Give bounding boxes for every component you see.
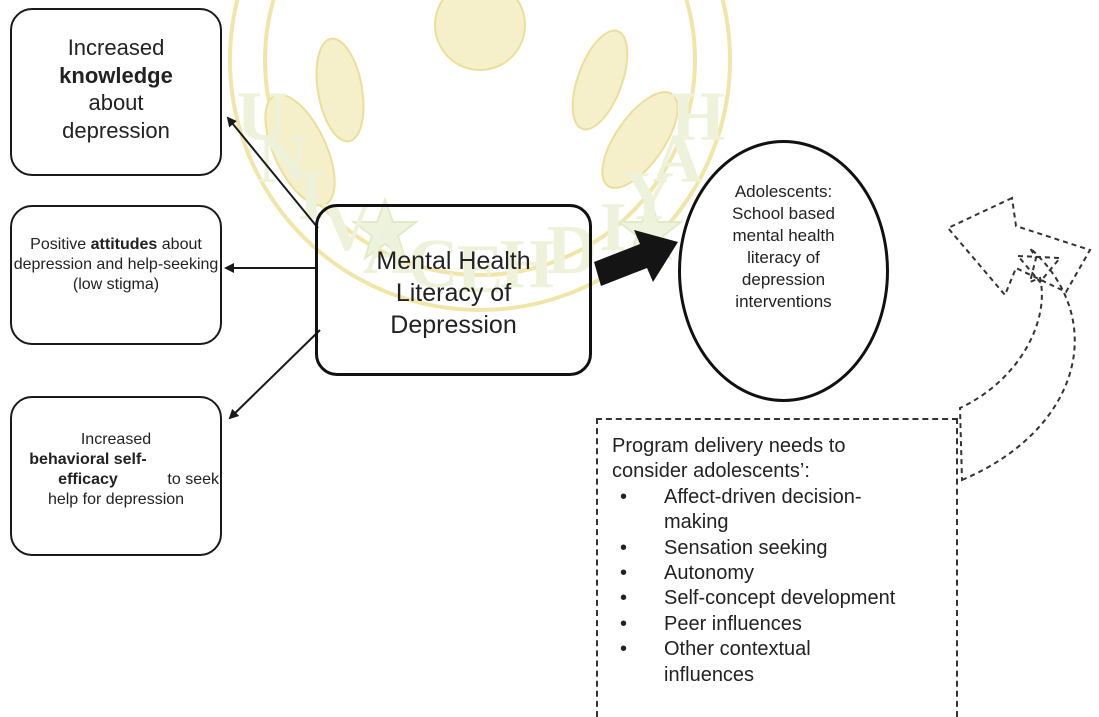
efficacy-prefix: Increased (80, 431, 152, 448)
list-item-text: Affect-driven decision-making (664, 485, 862, 534)
watermark-letter: U (237, 78, 288, 155)
bullet-icon: • (620, 612, 628, 635)
list-item-text: Autonomy (664, 561, 755, 584)
watermark-letter: V (322, 189, 373, 266)
watermark-leaf (601, 91, 679, 189)
program-heading-line-1: Program delivery needs to (612, 435, 846, 457)
arrow-to-knowledge (226, 116, 319, 229)
adolescents-line-1: Adolescents: (734, 182, 833, 201)
program-considerations-list: • Affect-driven decision-making • Sensat… (612, 485, 946, 688)
knowledge-prefix: Increased (67, 35, 165, 60)
knowledge-suffix: about depression (62, 90, 170, 143)
list-item: • Affect-driven decision-making (612, 485, 894, 536)
efficacy-keyword: behavioral self-efficacy (29, 451, 147, 488)
watermark-outer-ring (228, 0, 732, 312)
adolescents-line-4: literacy of (747, 248, 820, 268)
list-item: • Peer influences (612, 612, 946, 637)
watermark-inner-ring (263, 0, 697, 277)
watermark-letter: C (408, 226, 459, 303)
adolescents-line-6: interventions (735, 292, 832, 312)
list-item: • Sensation seeking (612, 536, 946, 561)
watermark-letter: A (652, 121, 703, 198)
watermark-letter: H (671, 78, 725, 155)
list-item-text: Other contextual influences (664, 638, 811, 686)
watermark-letter: Y (624, 158, 675, 235)
list-item: • Autonomy (612, 561, 946, 586)
list-item-text: Self-concept development (664, 587, 896, 610)
adolescents-intervention-circle: Adolescents: School based mental health … (678, 140, 889, 402)
watermark-letter: E (457, 231, 504, 308)
bullet-icon: • (620, 561, 628, 584)
watermark-leaf (571, 29, 629, 131)
attitudes-suffix: about depression and help-seeking (low s… (13, 236, 219, 293)
watermark-letter: H (500, 226, 554, 303)
curved-dashed-arrow-body (958, 247, 1076, 482)
watermark-emblem (434, 0, 526, 71)
mental-health-literacy-box: Mental Health Literacy of Depression (315, 204, 592, 376)
bullet-icon: • (620, 638, 628, 661)
attitudes-outcome-box: Positive attitudes about depression and … (10, 205, 222, 345)
efficacy-suffix: to seek help for depression (47, 471, 220, 508)
bullet-icon: • (620, 485, 628, 508)
attitudes-prefix: Positive (30, 236, 87, 253)
fat-arrow-to-adolescents (594, 230, 678, 286)
list-item: • Self-concept development (612, 586, 946, 611)
list-item-text: Peer influences (664, 612, 802, 635)
knowledge-outcome-box: Increased knowledge about depression (10, 8, 222, 176)
watermark-letter: A (363, 212, 414, 289)
adolescents-line-2: School based (731, 204, 836, 224)
mhl-line-2: Literacy of (395, 279, 512, 307)
mhl-line-3: Depression (390, 311, 517, 339)
watermark-leaf (264, 93, 336, 207)
bullet-icon: • (620, 536, 628, 559)
program-heading-line-2: consider adolescents’: (612, 460, 810, 483)
mhl-line-1: Mental Health (376, 247, 531, 275)
attitudes-keyword: attitudes (90, 236, 158, 253)
watermark-leaf (315, 37, 365, 143)
arrow-to-efficacy (228, 329, 321, 420)
adolescents-line-5: depression (741, 270, 826, 290)
knowledge-keyword: knowledge (59, 62, 173, 88)
list-item-text: Sensation seeking (664, 536, 828, 559)
efficacy-outcome-box: Increased behavioral self-efficacy to se… (10, 396, 222, 556)
bullet-icon: • (620, 587, 628, 610)
list-item: • Other contextual influences (612, 637, 844, 688)
adolescents-line-3: mental health (732, 226, 835, 246)
program-delivery-box: Program delivery needs to consider adole… (596, 418, 958, 717)
watermark-star-left (351, 197, 419, 261)
curved-dashed-arrow-head (946, 196, 1092, 297)
